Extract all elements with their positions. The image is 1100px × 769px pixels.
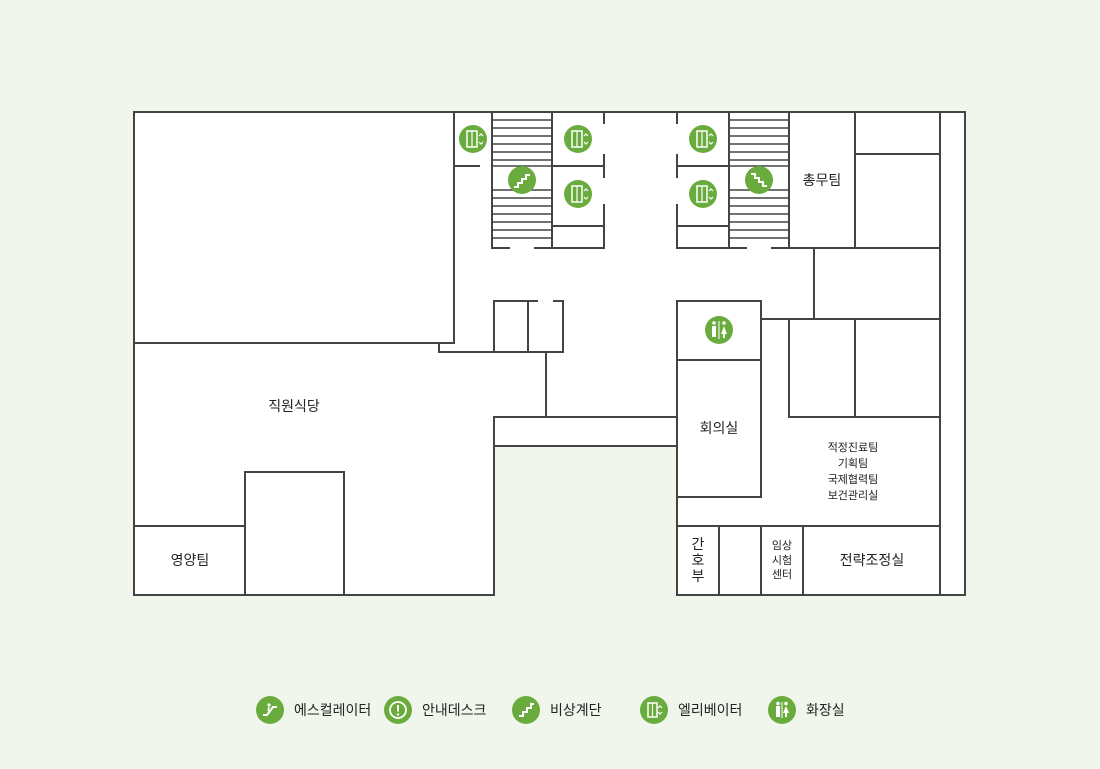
room-label-team-4: 보건관리실 — [828, 489, 879, 502]
room-label-nursing-3: 부 — [692, 569, 705, 585]
emergency-stairs-icon — [744, 165, 774, 195]
legend-label-emergency-stairs: 비상계단 — [550, 703, 602, 719]
room-label-clinical-2: 시험 — [772, 554, 792, 567]
general-affairs-room — [788, 111, 856, 249]
nutrition-team-room — [133, 525, 246, 596]
escalator-icon — [256, 696, 284, 724]
legend-label-restroom: 화장실 — [806, 703, 845, 719]
room-label-nursing-1: 간 — [692, 537, 705, 553]
emergency-stairs-icon — [512, 696, 540, 724]
restroom-icon — [768, 696, 796, 724]
legend-item-escalator: 에스컬레이터 — [256, 695, 371, 725]
room-label-general-affairs: 총무팀 — [803, 173, 842, 189]
elevator-icon — [640, 696, 668, 724]
room-label-team-2: 기획팀 — [838, 457, 868, 470]
elevator-icon — [563, 179, 593, 209]
legend-label-elevator: 엘리베이터 — [678, 703, 743, 719]
info-desk-icon — [384, 696, 412, 724]
elevator-icon — [458, 124, 488, 154]
emergency-stairs-icon — [507, 165, 537, 195]
room-label-strategy-office: 전략조정실 — [840, 553, 904, 569]
elevator-icon — [563, 124, 593, 154]
cafeteria-upper-room — [133, 111, 455, 344]
room-label-clinical-1: 임상 — [772, 539, 792, 552]
room-label-meeting-room: 회의실 — [700, 421, 739, 437]
room-label-team-3: 국제협력팀 — [828, 473, 879, 486]
legend-item-emergency-stairs: 비상계단 — [512, 695, 602, 725]
legend: 에스컬레이터 안내데스크 비상계단 엘리베이터 화장실 — [0, 690, 1100, 730]
room-label-nutrition-team: 영양팀 — [171, 553, 210, 569]
elevator-icon — [688, 179, 718, 209]
room-label-staff-cafeteria: 직원식당 — [268, 399, 320, 415]
legend-item-restroom: 화장실 — [768, 695, 845, 725]
room-label-team-1: 적정진료팀 — [828, 441, 879, 454]
meeting-room — [676, 359, 762, 498]
legend-label-info-desk: 안내데스크 — [422, 703, 487, 719]
restroom-icon — [704, 315, 734, 345]
legend-item-elevator: 엘리베이터 — [640, 695, 742, 725]
elevator-icon — [688, 124, 718, 154]
legend-item-info-desk: 안내데스크 — [384, 695, 486, 725]
room-label-nursing-2: 호 — [692, 553, 705, 569]
legend-label-escalator: 에스컬레이터 — [294, 703, 372, 719]
room-label-clinical-3: 센터 — [772, 568, 792, 581]
